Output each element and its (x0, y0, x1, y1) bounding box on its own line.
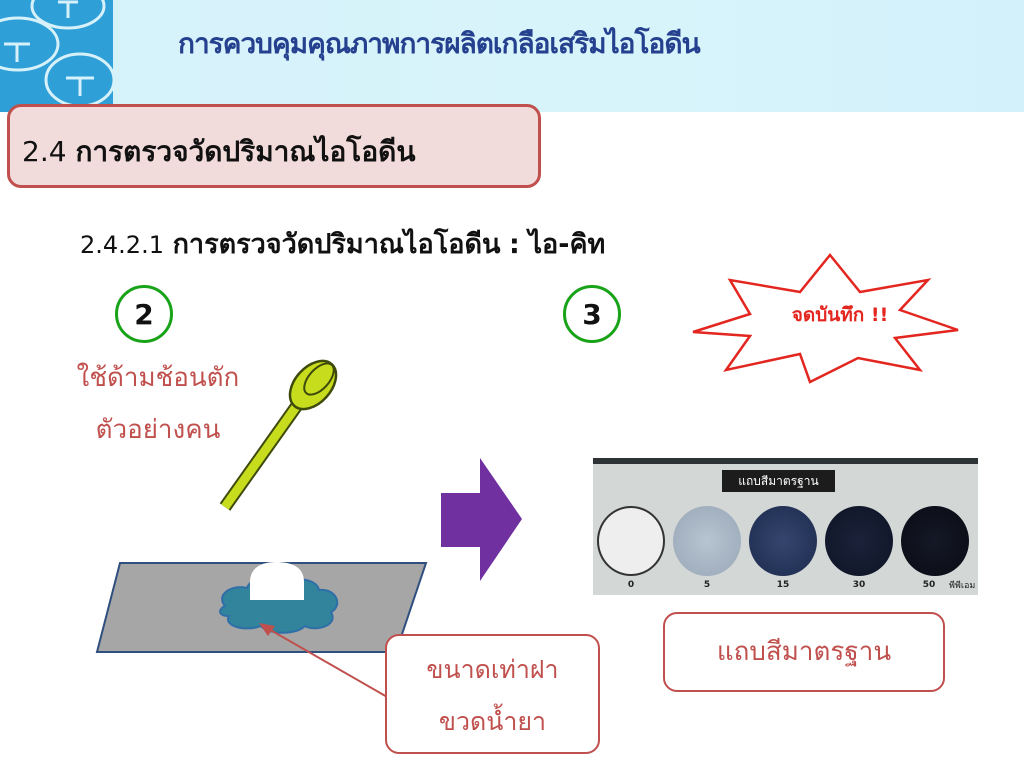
color-chart-brand: พีพีเอม (949, 581, 976, 591)
section-title: การตรวจวัดปริมาณไอโอดีน (75, 135, 416, 168)
section-heading: 2.4 การตรวจวัดปริมาณไอโอดีน (22, 130, 415, 174)
step-3-badge: 3 (563, 285, 621, 343)
color-chart-banner: แถบสีมาตรฐาน (722, 470, 835, 492)
step-2-badge: 2 (115, 285, 173, 343)
lid-callout-line1: ขนาดเท่าฝา (426, 655, 559, 684)
step-2-instruction: ใช้ด้ามช้อนตัก ตัวอย่างคน (48, 352, 268, 456)
subsection-heading: 2.4.2.1 การตรวจวัดปริมาณไอโอดีน : ไอ-คิท (80, 222, 605, 265)
subsection-title: การตรวจวัดปริมาณไอโอดีน (172, 229, 501, 260)
standard-strip-callout: แถบสีมาตรฐาน (663, 612, 945, 692)
step-2-line1: ใช้ด้ามช้อนตัก (76, 363, 240, 393)
emblem-icon (0, 0, 116, 108)
step-2-line2: ตัวอย่างคน (95, 415, 221, 445)
section-box (7, 104, 541, 188)
subsection-method: ไอ-คิท (528, 229, 606, 260)
level-0-disc (597, 506, 665, 576)
header-band (0, 0, 1024, 112)
callout-pointer-arrow (259, 623, 390, 699)
section-number: 2.4 (22, 135, 67, 168)
lid-callout-line2: ขวดน้ำยา (438, 707, 547, 736)
level-0-label: 0 (627, 580, 635, 590)
level-30-label: 30 (852, 580, 866, 590)
level-15-disc (749, 506, 817, 576)
level-15-label: 15 (776, 580, 790, 590)
subsection-colon: : (509, 229, 520, 260)
page-title: การควบคุมคุณภาพการผลิตเกลือเสริมไอโอดีน (178, 27, 701, 60)
level-5-label: 5 (703, 580, 711, 590)
level-50-disc (901, 506, 969, 576)
level-50-label: 50 (922, 580, 936, 590)
standard-color-chart-photo: แถบสีมาตรฐาน 0 5 15 30 50 พีพีเอม (593, 458, 978, 595)
level-30-disc (825, 506, 893, 576)
salt-mound (250, 562, 304, 600)
subsection-number: 2.4.2.1 (80, 231, 164, 259)
spoon-icon (219, 359, 338, 511)
note-record: จดบันทึก !! (791, 304, 889, 326)
level-5-disc (673, 506, 741, 576)
next-step-arrow (441, 458, 522, 581)
note-burst-shape (692, 253, 959, 384)
logo-block (0, 0, 116, 112)
lid-size-callout: ขนาดเท่าฝา ขวดน้ำยา (385, 634, 600, 754)
